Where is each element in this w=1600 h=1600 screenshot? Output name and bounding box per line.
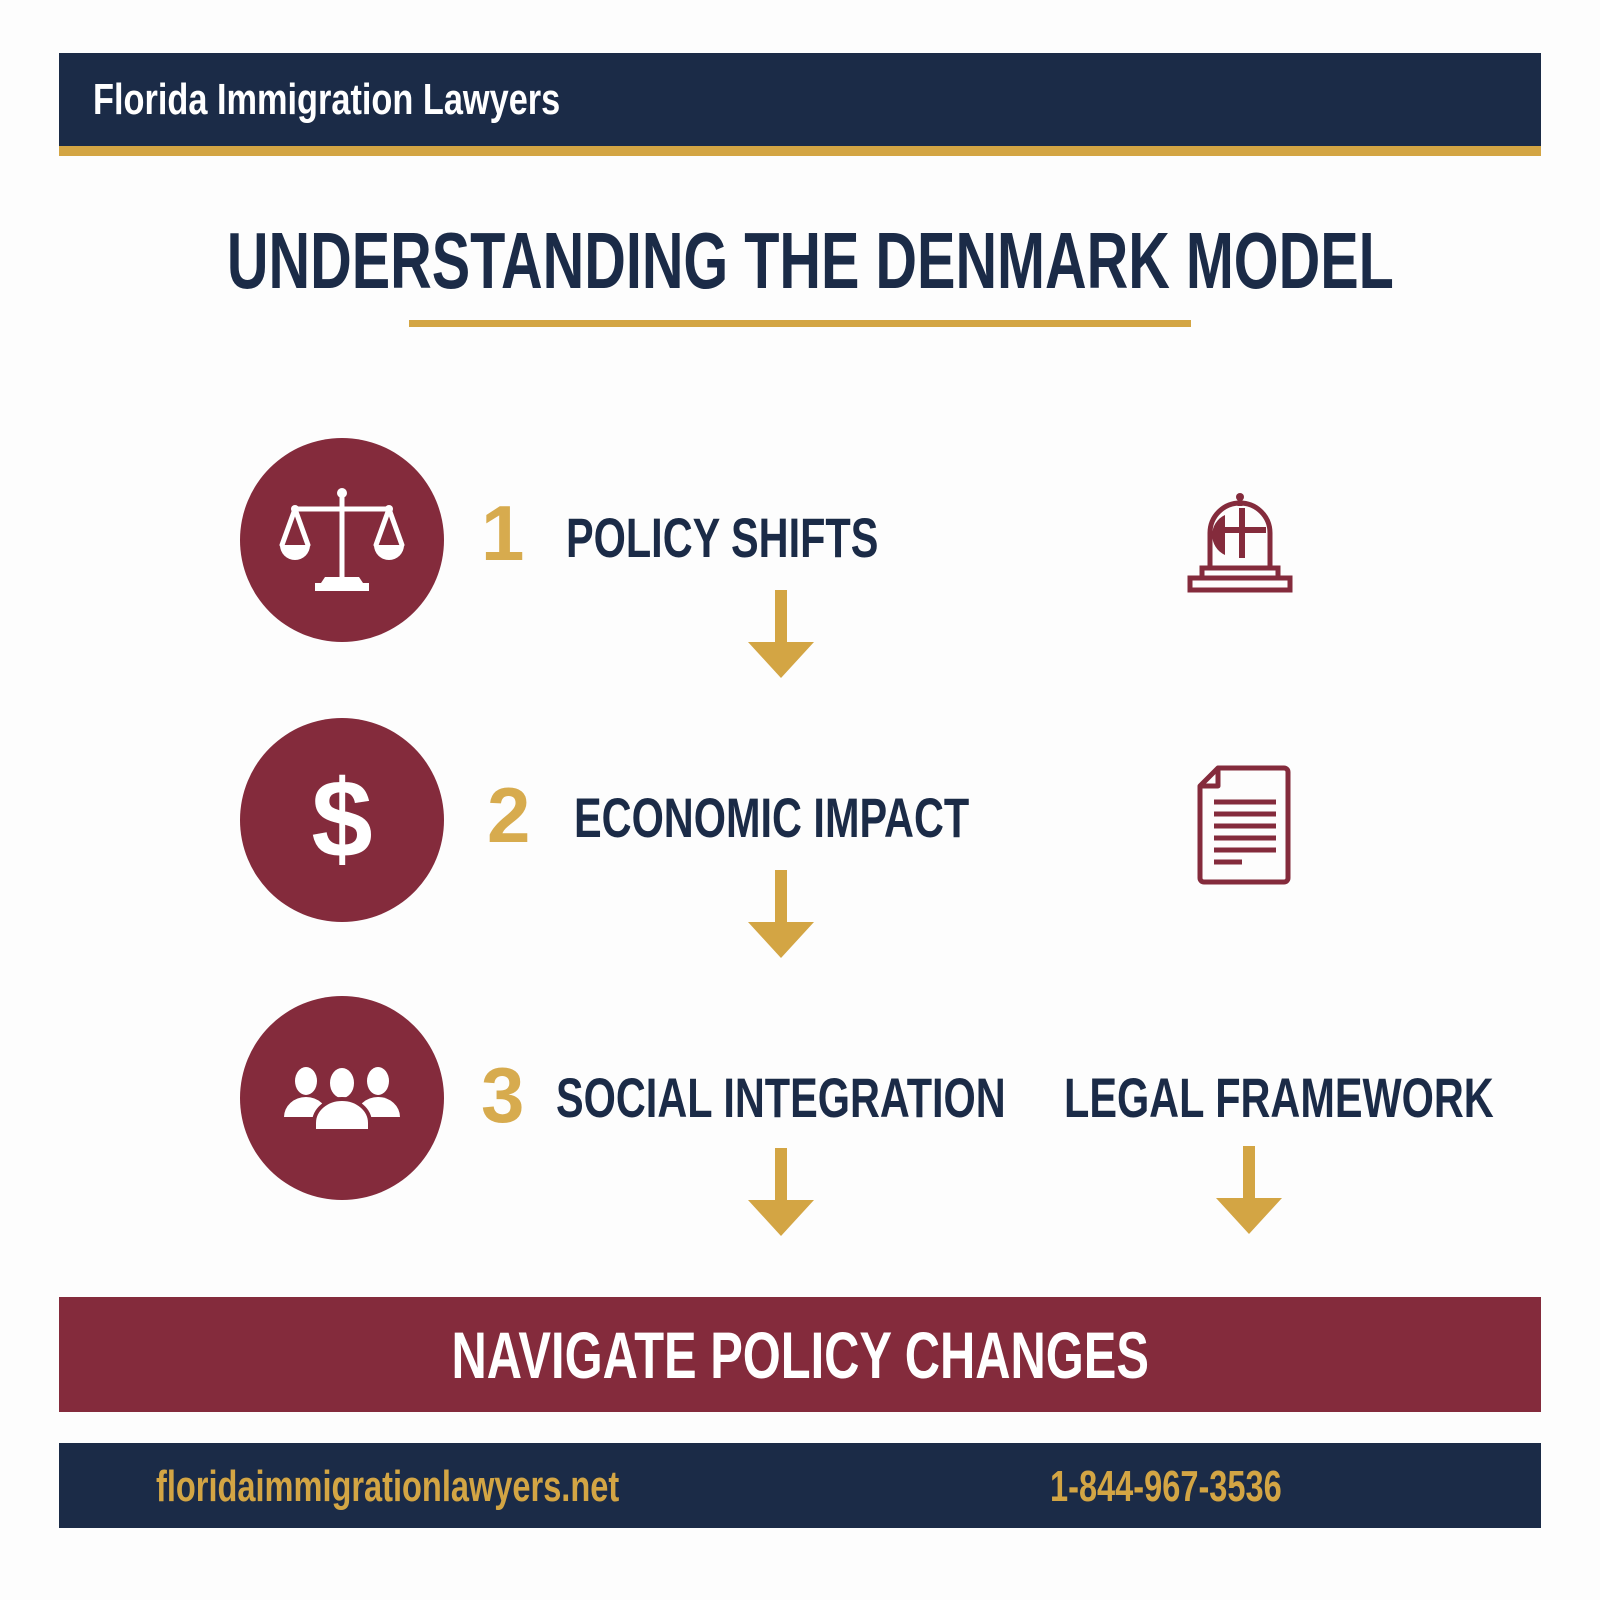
step-2-circle: $	[240, 718, 444, 922]
arrow-down-icon	[1216, 1146, 1282, 1234]
footer-bar	[59, 1443, 1541, 1528]
dome-building-icon	[1187, 493, 1293, 593]
step-3-circle	[240, 996, 444, 1200]
phone-number[interactable]: 1-844-967-3536	[1050, 1462, 1282, 1511]
scales-of-justice-icon	[279, 488, 405, 591]
cta-banner[interactable]: NAVIGATE POLICY CHANGES	[59, 1297, 1541, 1412]
document-icon	[1197, 765, 1291, 885]
title-underline	[409, 320, 1191, 327]
people-group-icon	[284, 1064, 400, 1133]
step-1-label: POLICY SHIFTS	[566, 506, 879, 569]
legal-framework-label: LEGAL FRAMEWORK	[1064, 1066, 1494, 1129]
arrow-down-icon	[748, 870, 814, 958]
step-1-circle	[240, 438, 444, 642]
step-3-number: 3	[481, 1051, 525, 1139]
cta-text: NAVIGATE POLICY CHANGES	[451, 1317, 1149, 1392]
brand-name: Florida Immigration Lawyers	[93, 75, 561, 124]
step-2-number: 2	[487, 771, 531, 859]
page-title-wrap: UNDERSTANDING THE DENMARK MODEL	[0, 215, 1600, 307]
header-bar	[59, 53, 1541, 146]
dollar-sign-icon: $	[311, 758, 373, 881]
step-1-number: 1	[481, 489, 525, 577]
header-gold-rule	[59, 146, 1541, 156]
step-3-label: SOCIAL INTEGRATION	[556, 1066, 1006, 1129]
step-2-label: ECONOMIC IMPACT	[574, 786, 970, 849]
arrow-down-icon	[748, 590, 814, 678]
arrow-down-icon	[748, 1148, 814, 1236]
website-link[interactable]: floridaimmigrationlawyers.net	[156, 1462, 620, 1511]
page-title: UNDERSTANDING THE DENMARK MODEL	[226, 216, 1394, 305]
